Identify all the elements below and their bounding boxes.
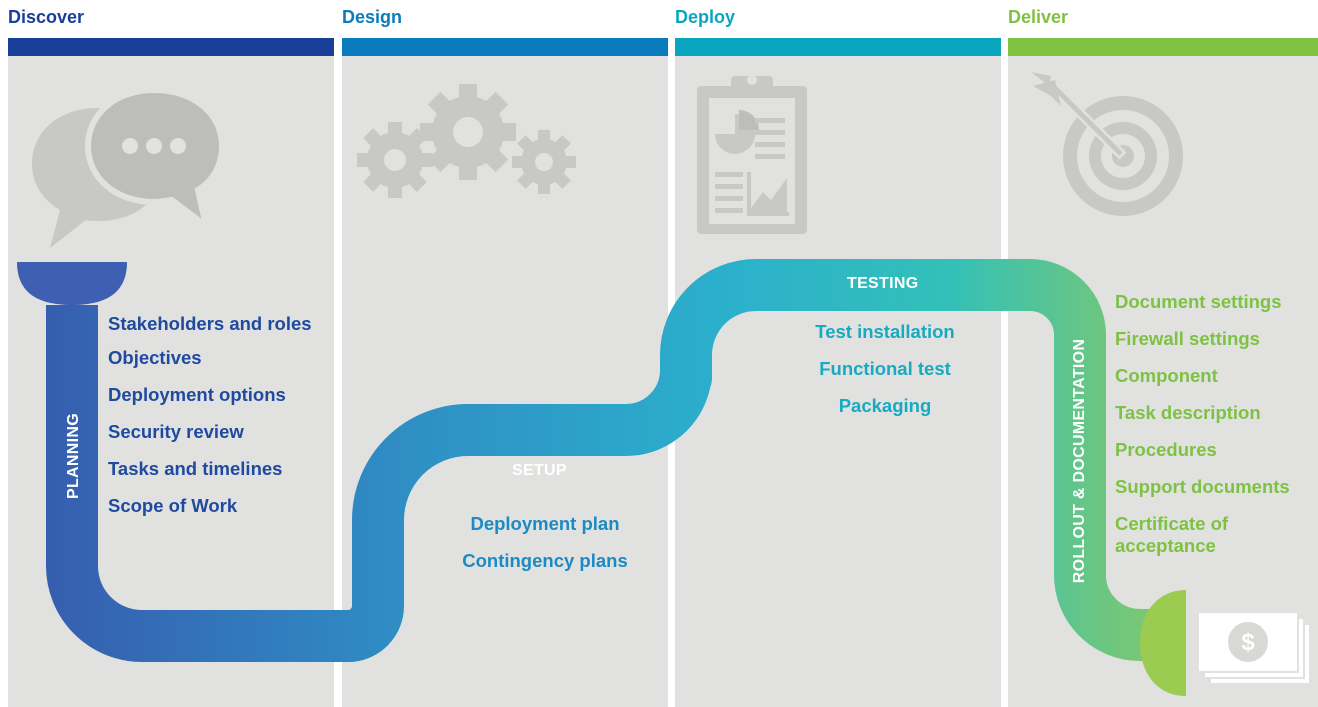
- target-icon: [1031, 72, 1183, 216]
- column-title-design: Design: [342, 7, 403, 27]
- stage-label-testing: TESTING: [847, 275, 919, 292]
- funnel-end: [1140, 590, 1186, 696]
- setup-task-list: Deployment plan Contingency plans: [420, 513, 670, 587]
- column-bar-design: [342, 38, 668, 56]
- funnel-start: [17, 262, 127, 305]
- speech-bubbles-icon: [32, 86, 226, 248]
- rollout-task-list: Document settings Firewall settings Comp…: [1115, 291, 1315, 572]
- list-item: Scope of Work: [108, 495, 238, 516]
- column-title-discover: Discover: [8, 7, 85, 27]
- list-item: Support documents: [1115, 476, 1290, 497]
- list-item: Test installation: [815, 321, 955, 342]
- planning-task-list: Stakeholders and roles Objectives Deploy…: [108, 313, 328, 532]
- list-item: Deployment options: [108, 384, 286, 405]
- stage-label-setup: SETUP: [512, 462, 567, 479]
- list-item: Document settings: [1115, 291, 1282, 312]
- list-item: Task description: [1115, 402, 1261, 423]
- column-bar-deploy: [675, 38, 1001, 56]
- list-item: Stakeholders and roles: [108, 313, 312, 334]
- list-item: Component: [1115, 365, 1218, 386]
- svg-text:$: $: [1241, 629, 1255, 656]
- clipboard-report-icon: [697, 75, 807, 234]
- list-item: Tasks and timelines: [108, 458, 283, 479]
- list-item: Deployment plan: [470, 513, 620, 534]
- list-item: Security review: [108, 421, 244, 442]
- testing-task-list: Test installation Functional test Packag…: [760, 321, 1010, 432]
- gears-icon: [357, 84, 576, 198]
- list-item: Contingency plans: [462, 550, 628, 571]
- column-title-deliver: Deliver: [1008, 7, 1069, 27]
- column-bar-deliver: [1008, 38, 1318, 56]
- list-item: Firewall settings: [1115, 328, 1260, 349]
- stage-label-rollout: ROLLOUT & DOCUMENTATION: [1071, 338, 1088, 584]
- column-bar-discover: [8, 38, 334, 56]
- money-icon: $: [1197, 612, 1311, 685]
- flow-ribbon: [46, 259, 1180, 662]
- list-item: Certificate of acceptance: [1115, 513, 1229, 556]
- list-item: Procedures: [1115, 439, 1217, 460]
- list-item: Packaging: [838, 395, 932, 416]
- column-title-deploy: Deploy: [675, 7, 736, 27]
- list-item: Objectives: [108, 347, 202, 368]
- list-item: Functional test: [819, 358, 951, 379]
- stage-label-planning: PLANNING: [65, 413, 82, 499]
